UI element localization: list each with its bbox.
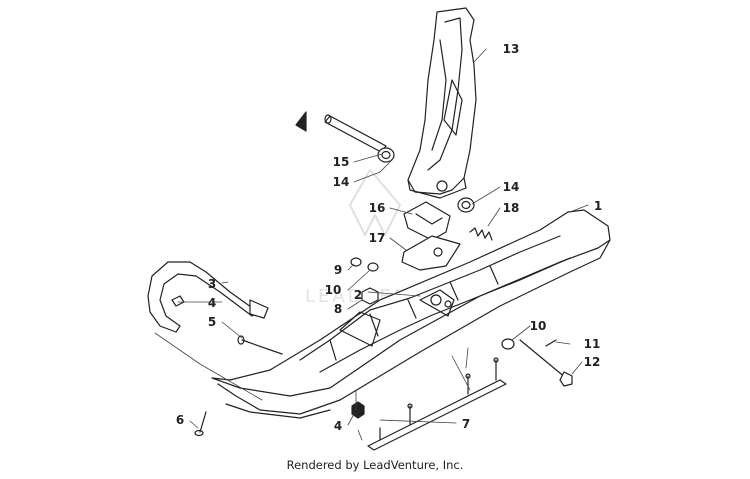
ski-handle-part (147, 261, 269, 333)
callout-14-right: 14 (503, 180, 520, 194)
callout-8: 8 (334, 302, 342, 316)
front-bolt-head (194, 429, 204, 437)
front-bolt-part (199, 411, 207, 433)
callout-labels: 1 2 3 4 4 5 6 7 8 9 10 10 11 12 13 14 14… (176, 42, 602, 433)
callout-13: 13 (503, 42, 520, 56)
handle-bolt-part (241, 339, 283, 355)
wear-bar-part (367, 357, 507, 451)
callout-16: 16 (369, 201, 386, 215)
washer-part-10-lower (501, 338, 515, 350)
nut-part-8 (361, 287, 379, 305)
callout-10-lower: 10 (530, 319, 547, 333)
bushing-upper (377, 147, 395, 163)
callout-17: 17 (369, 231, 386, 245)
callout-11: 11 (584, 337, 601, 351)
callout-7: 7 (462, 417, 470, 431)
bushing-lower (457, 197, 475, 213)
callout-12: 12 (584, 355, 601, 369)
callout-2: 2 (354, 288, 362, 302)
callout-6: 6 (176, 413, 184, 427)
callout-14-left: 14 (333, 175, 350, 189)
cotter-pin-part (545, 339, 557, 347)
leader-lines (154, 48, 589, 441)
sleeve-part (324, 114, 387, 153)
ski-body (211, 209, 611, 419)
washer-part-10-upper (367, 262, 379, 272)
spindle-part (407, 7, 477, 199)
spring-part (469, 227, 493, 241)
watermark-logo (349, 169, 401, 236)
callout-1: 1 (594, 199, 602, 213)
callout-4-upper: 4 (208, 296, 216, 310)
callout-18: 18 (503, 201, 520, 215)
nut-part-9 (350, 257, 362, 267)
callout-4-lower: 4 (334, 419, 342, 433)
handle-bolt-head (237, 335, 245, 345)
callout-10-upper: 10 (325, 283, 342, 297)
spindle-bolt-part (519, 339, 573, 387)
end-cap-part (171, 295, 185, 307)
saddle-part (401, 235, 461, 271)
render-credit: Rendered by LeadVenture, Inc. (286, 458, 464, 472)
direction-arrow (295, 111, 307, 132)
nut-part-4-lower (351, 401, 365, 419)
callout-15: 15 (333, 155, 350, 169)
callout-5: 5 (208, 315, 216, 329)
callout-3: 3 (208, 277, 216, 291)
wear-block-part (403, 201, 451, 241)
callout-9: 9 (334, 263, 342, 277)
